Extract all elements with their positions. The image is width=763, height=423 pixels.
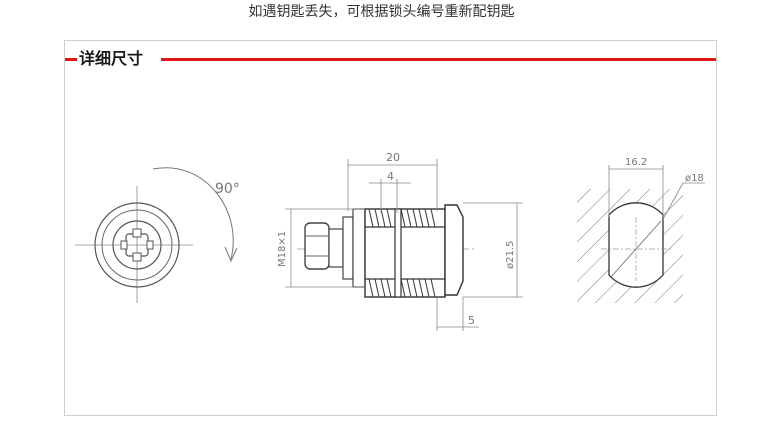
technical-drawing: 90° xyxy=(75,151,705,331)
front-view xyxy=(75,186,193,303)
header-accent-left xyxy=(65,58,77,61)
top-note: 如遇钥匙丢失，可根据锁头编号重新配钥匙 xyxy=(248,4,515,20)
side-view: 20 4 M18×1 ø21.5 xyxy=(277,151,523,331)
flange xyxy=(444,204,464,296)
dim-thread: M18×1 xyxy=(277,231,288,267)
rotation-arrowhead xyxy=(224,246,238,263)
rotation-indicator: 90° xyxy=(152,167,240,263)
dim-flange-thickness: 5 xyxy=(468,314,475,327)
section-header: 详细尺寸 xyxy=(65,49,716,69)
dim-cutout-dia: ø18 xyxy=(685,173,704,184)
dim-5 xyxy=(436,297,479,331)
dim-cutout-width: 16.2 xyxy=(625,157,647,168)
dim-20 xyxy=(347,159,438,211)
front-inner-ring xyxy=(112,220,162,270)
knob xyxy=(304,222,330,270)
dimension-panel: 详细尺寸 90° xyxy=(64,40,717,416)
dim-total-length: 20 xyxy=(386,151,400,164)
front-outer-ring xyxy=(94,202,180,288)
dim-m18 xyxy=(285,208,365,288)
threaded-body xyxy=(364,208,446,298)
section-title: 详细尺寸 xyxy=(79,49,144,68)
header-accent-right xyxy=(161,58,716,61)
dim-21-5 xyxy=(463,202,523,298)
dim-step: 4 xyxy=(387,170,394,183)
cutout-view: 16.2 ø18 xyxy=(577,157,705,303)
dim-4 xyxy=(369,179,411,213)
rotation-label: 90° xyxy=(215,181,240,197)
dim-flange-dia: ø21.5 xyxy=(505,241,516,269)
rotation-arc xyxy=(152,167,234,260)
